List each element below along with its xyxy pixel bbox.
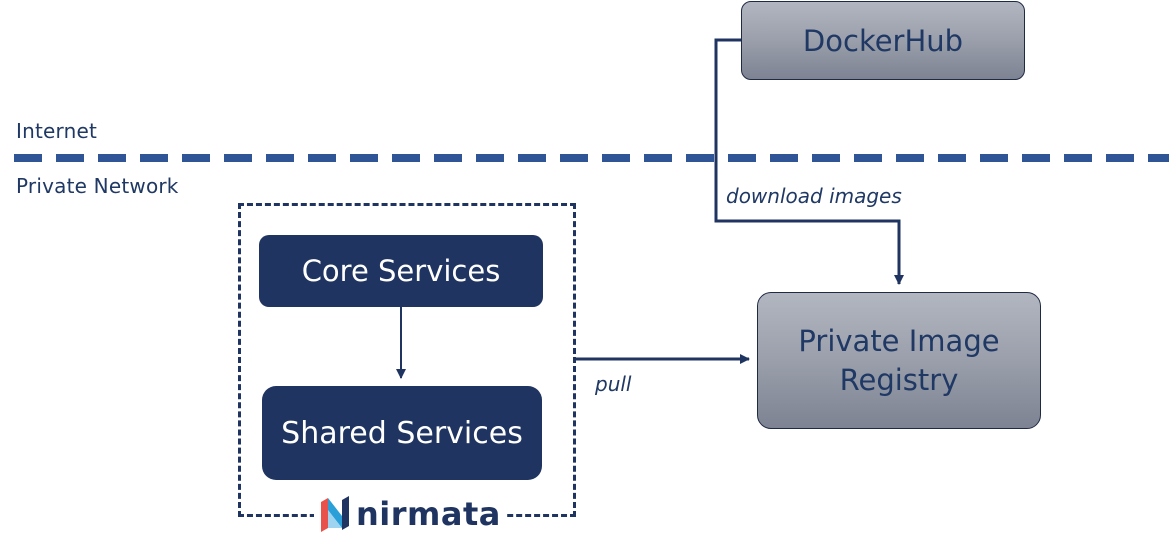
nirmata-logo: nirmata bbox=[314, 492, 505, 536]
pull-label: pull bbox=[595, 372, 632, 396]
private-network-zone-label: Private Network bbox=[16, 174, 179, 198]
core-services-label: Core Services bbox=[301, 254, 501, 288]
dockerhub-label: DockerHub bbox=[802, 23, 964, 58]
dockerhub-node: DockerHub bbox=[741, 1, 1025, 80]
nirmata-logo-text: nirmata bbox=[356, 495, 501, 533]
shared-services-node: Shared Services bbox=[262, 386, 542, 480]
network-boundary-divider bbox=[14, 154, 1169, 162]
download-connector bbox=[714, 38, 904, 285]
download-images-label: download images bbox=[726, 184, 902, 208]
core-services-node: Core Services bbox=[259, 235, 543, 307]
registry-label-line2: Registry bbox=[839, 362, 959, 397]
shared-services-label: Shared Services bbox=[281, 415, 523, 451]
registry-label-line1: Private Image bbox=[798, 323, 1000, 358]
nirmata-logo-mark-icon bbox=[321, 496, 349, 532]
private-image-registry-node: Private Image Registry bbox=[757, 292, 1041, 429]
internet-zone-label: Internet bbox=[16, 119, 98, 143]
